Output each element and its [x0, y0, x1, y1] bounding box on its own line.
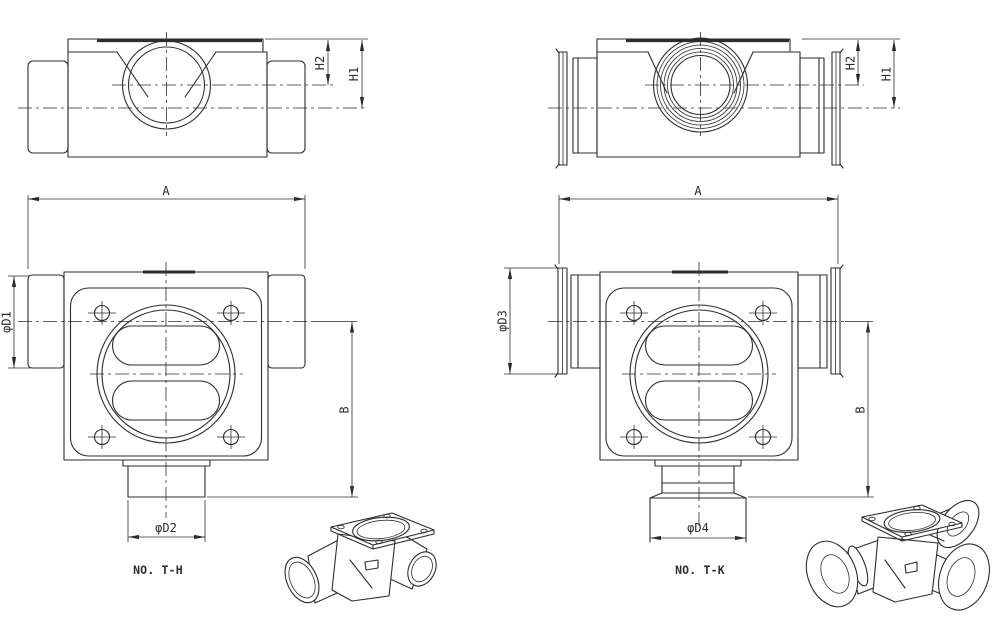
- part-number-left: NO. T-H: [133, 563, 183, 577]
- right-3d-illustration: [805, 500, 990, 611]
- dim-label-d3: φD3: [496, 310, 510, 332]
- left-3d-illustration: [284, 512, 437, 604]
- dim-label-d1: φD1: [0, 311, 14, 333]
- right-front-view: A φ: [496, 184, 874, 577]
- dim-label-h2-right: H2: [844, 56, 858, 70]
- left-top-view: H2 H1: [18, 32, 368, 158]
- bolt-holes-left: [88, 301, 245, 449]
- right-top-view: H2 H1: [548, 32, 900, 169]
- dim-label-b-right: B: [854, 406, 868, 413]
- left-front-view: A φD1 B: [0, 184, 358, 577]
- bolt-holes-right: [620, 301, 777, 449]
- dim-label-h2-left: H2: [313, 56, 327, 70]
- dim-label-a-right: A: [694, 184, 702, 198]
- dim-label-a-left: A: [162, 184, 170, 198]
- dim-label-d2: φD2: [155, 521, 177, 535]
- dim-label-b-left: B: [338, 406, 352, 413]
- dim-label-h1-right: H1: [880, 67, 894, 81]
- dim-label-h1-left: H1: [347, 67, 361, 81]
- dim-label-d4: φD4: [687, 521, 709, 535]
- part-number-right: NO. T-K: [675, 563, 725, 577]
